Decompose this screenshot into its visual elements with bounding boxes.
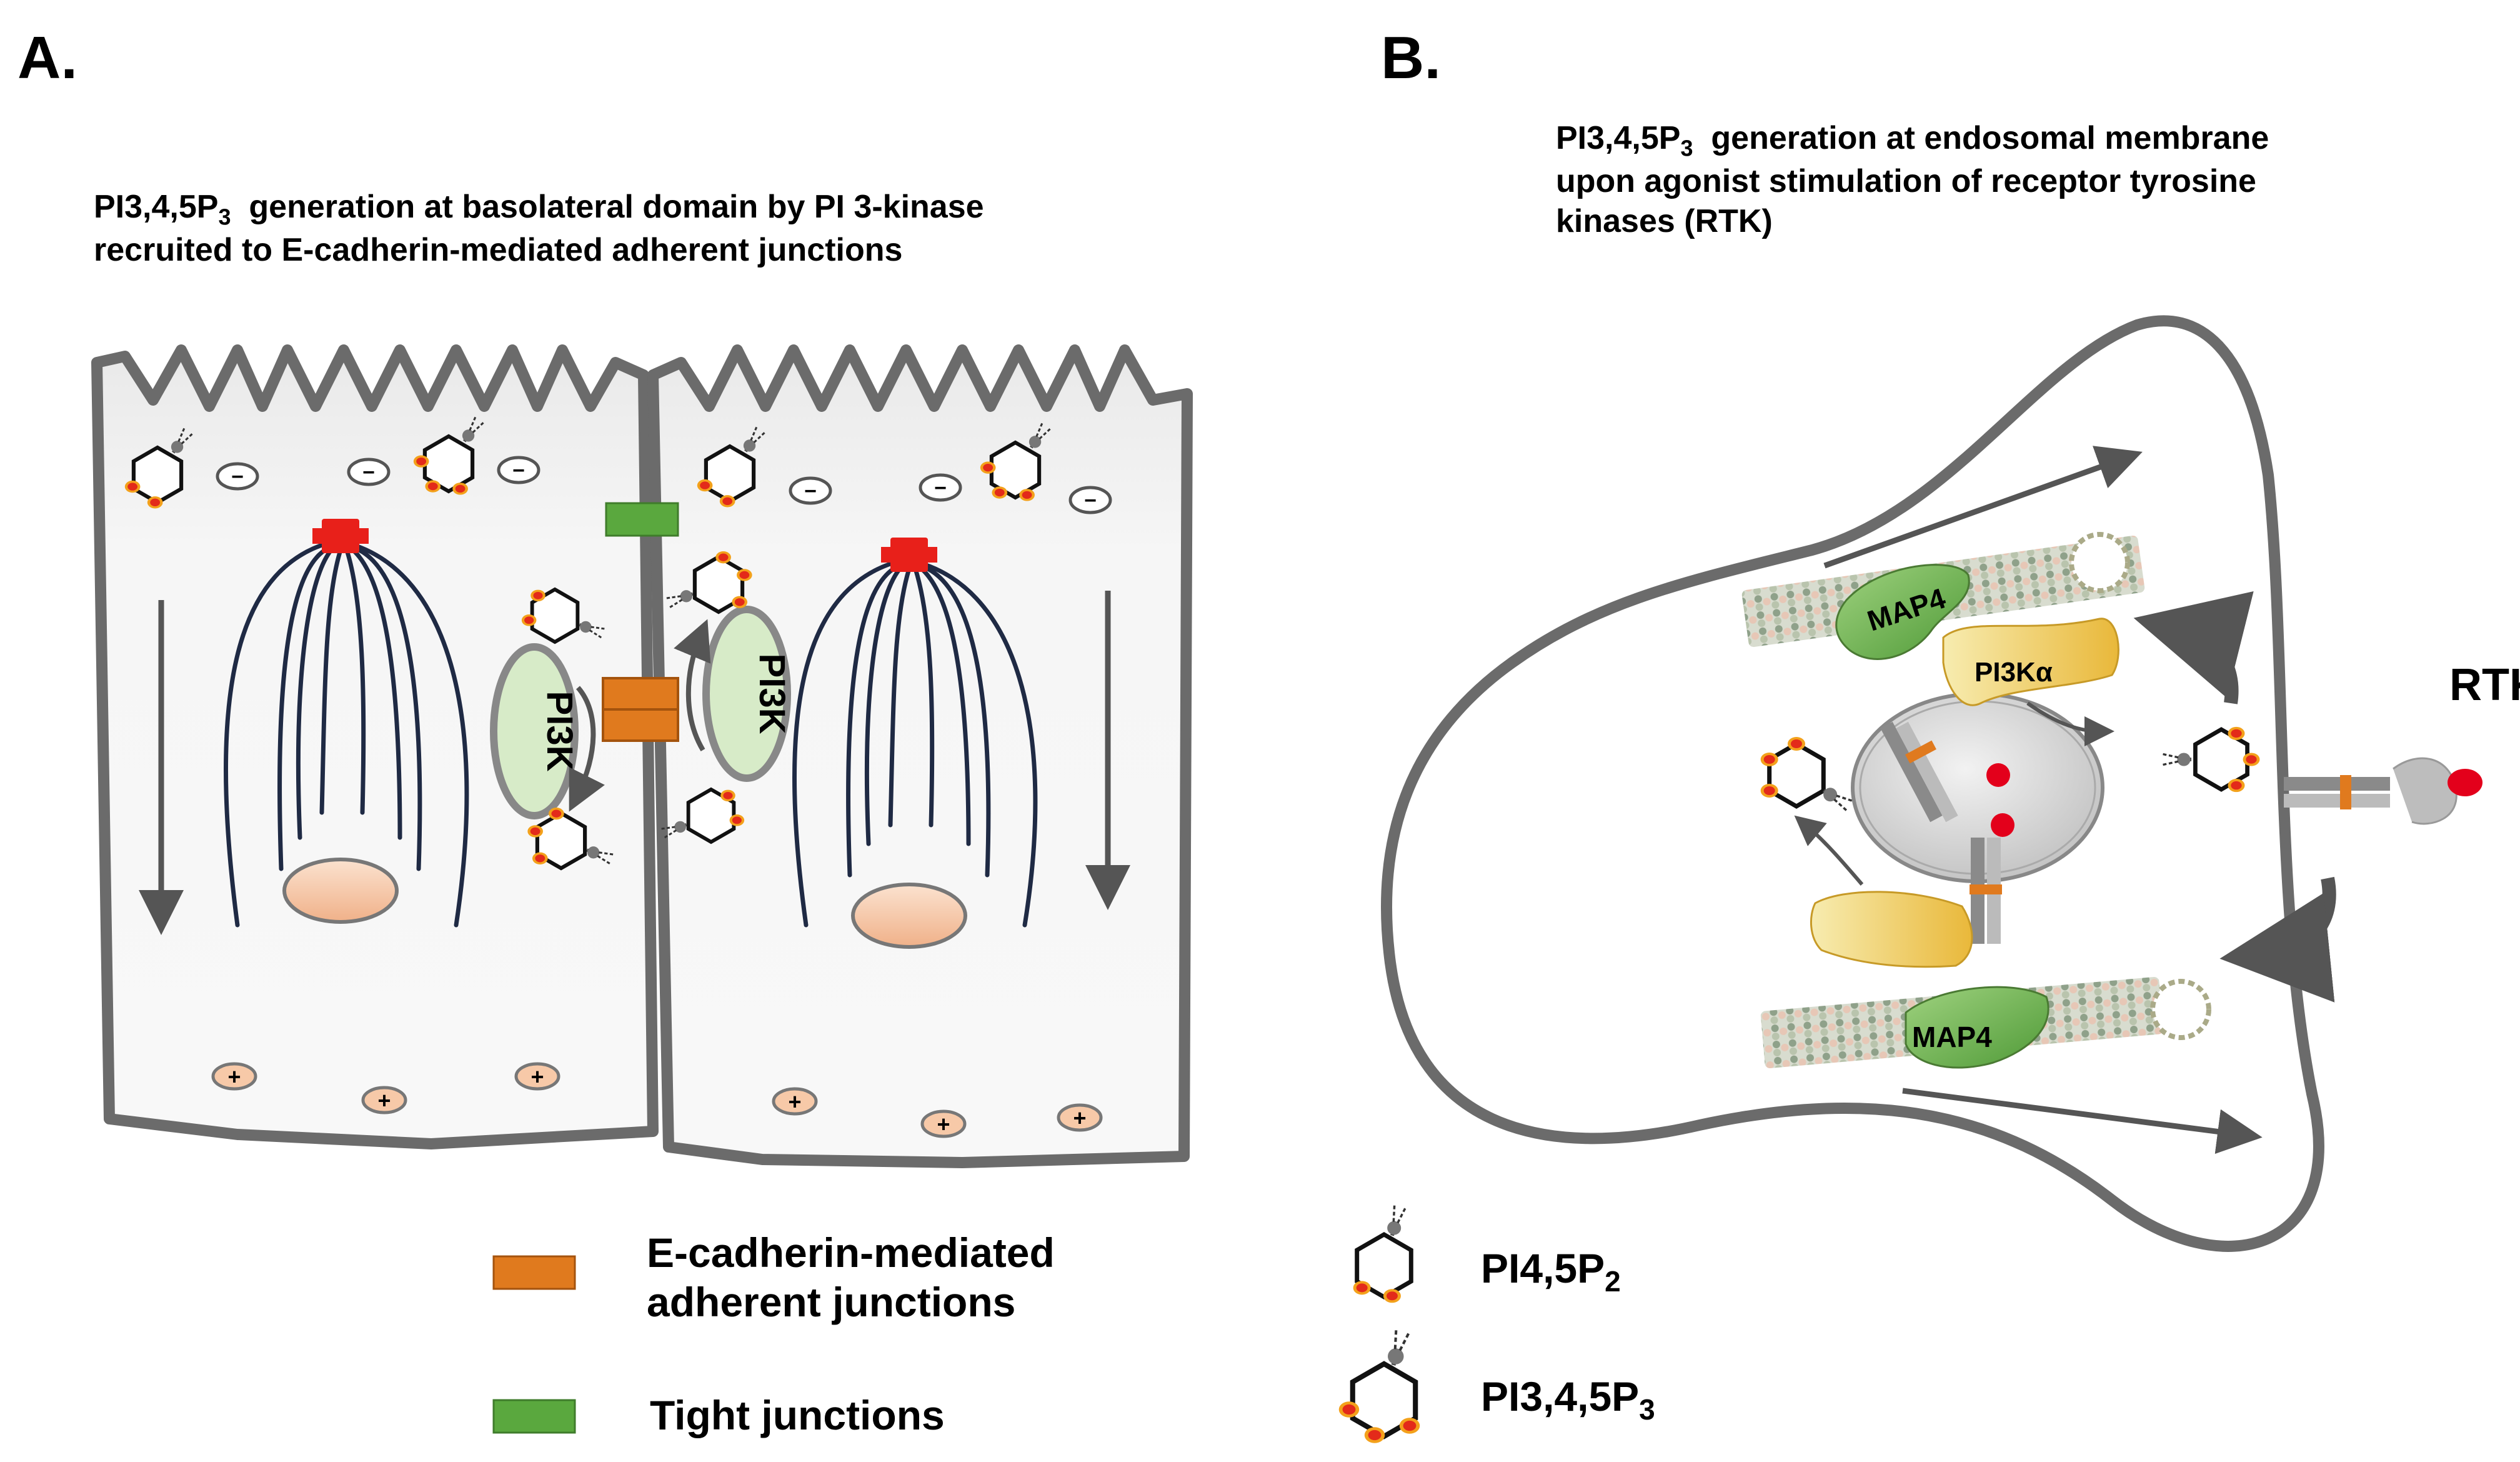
pi3k-arrow-left	[569, 686, 605, 812]
plus-charge: +	[772, 1087, 818, 1116]
left-epithelial-cell	[91, 344, 659, 1149]
recycling-arrow	[2219, 876, 2336, 1003]
right-microtubule-fan	[792, 557, 1038, 928]
panel-b-caption: PI3,4,5P3 generation at endosomal membra…	[1556, 119, 2506, 241]
plus-charge: +	[211, 1062, 257, 1091]
rtk-receptor	[2284, 757, 2483, 825]
legend-pip2-icon	[1353, 1204, 1413, 1303]
internalization-arrow	[2133, 591, 2254, 704]
minus-charge: −	[1068, 486, 1112, 514]
pi3k-arrow-right	[674, 619, 711, 752]
plus-charge: +	[514, 1062, 560, 1091]
lower-microtubule-end	[2150, 979, 2211, 1040]
plus-charge: +	[920, 1109, 967, 1138]
pi3k-left-label: PI3K	[539, 691, 580, 772]
endosomal-receptor-upper	[1880, 721, 2010, 823]
pip2-icon	[521, 587, 605, 644]
svg-text:−: −	[1084, 489, 1097, 513]
legend-pi345p3-label: PI3,4,5P3	[1481, 1373, 1655, 1426]
svg-text:−: −	[804, 479, 817, 503]
pi3k-left	[490, 643, 579, 819]
apical-negative-charges: − − − − − −	[216, 456, 1112, 514]
svg-text:+: +	[377, 1088, 391, 1113]
left-centrosome-bar	[312, 528, 369, 544]
map4-upper	[1835, 564, 1970, 660]
rtk-label: RTK	[2449, 660, 2520, 710]
svg-text:−: −	[362, 461, 375, 484]
panel-a-diagram: PI3K PI3K − − − − − − + + + + + +	[91, 344, 1193, 1168]
pip3-icon	[527, 807, 614, 871]
pi3ka-activity-arrow-lower	[1794, 815, 1864, 886]
panel-b-phosphoinositides	[1760, 726, 2260, 812]
upper-transport-arrow	[1823, 446, 2143, 569]
pi3k-right	[702, 606, 791, 782]
pip3-icon	[2161, 726, 2260, 793]
svg-text:+: +	[1073, 1105, 1086, 1131]
panel-b-caption-line2: upon agonist stimulation of receptor tyr…	[1556, 163, 2256, 200]
pip2-icon	[660, 787, 745, 844]
pi3ka-upper	[1942, 618, 2119, 706]
legend-tight-junction-label: Tight junctions	[650, 1392, 945, 1438]
svg-text:+: +	[937, 1111, 950, 1137]
legend-lipid-icons	[1338, 1204, 1420, 1443]
pip2-icon	[697, 426, 766, 508]
left-nucleus	[282, 858, 399, 924]
panel-a-label: A.	[17, 24, 77, 91]
pi3k-right-label: PI3K	[752, 654, 792, 734]
legend-ecadherin-label: E-cadherin-mediated adherent junctions	[647, 1229, 1055, 1326]
rtk-ligand	[2448, 769, 2483, 796]
lower-transport-arrow	[1902, 1088, 2263, 1154]
minus-charge: −	[216, 462, 259, 491]
pip3-icon	[665, 551, 752, 614]
svg-text:+: +	[530, 1064, 544, 1089]
legend-pi45p2-label: PI4,5P2	[1481, 1245, 1621, 1298]
panel-b-label: B.	[1381, 24, 1441, 91]
svg-text:+: +	[227, 1064, 241, 1089]
plus-charge: +	[1057, 1103, 1103, 1132]
panel-a-caption-line1: PI3,4,5P3 generation at basolateral doma…	[94, 189, 984, 230]
pi3ka-upper-label: PI3Kα	[1975, 657, 2053, 688]
legend	[492, 1204, 1420, 1443]
receptor-ligand	[1991, 813, 2015, 837]
basal-positive-charges: + + + + + +	[211, 1062, 1103, 1138]
minus-charge: −	[497, 456, 540, 484]
legend-tight-junction-swatch	[492, 1399, 576, 1434]
panel-b-caption-line3: kinases (RTK)	[1556, 203, 1773, 239]
tight-junction	[605, 502, 679, 537]
minus-charge: −	[789, 476, 832, 505]
minus-charge: −	[919, 473, 962, 502]
svg-text:−: −	[231, 465, 244, 489]
minus-charge: −	[347, 458, 391, 486]
endosomal-receptor-lower	[1970, 813, 2015, 944]
left-microtubule-fan	[223, 538, 469, 928]
pip3-icon	[1760, 737, 1853, 812]
plus-charge: +	[361, 1086, 407, 1114]
pip2-icon	[124, 427, 194, 509]
panel-a-phosphoinositides	[124, 416, 1052, 871]
panel-b-diagram: MAP4 PI3Kα MAP4 RTK	[1381, 315, 2520, 1252]
pip3-icon	[980, 422, 1052, 501]
svg-text:−: −	[512, 459, 525, 483]
right-centrosome-bar	[881, 547, 937, 563]
map4-lower-label: MAP4	[1912, 1021, 1992, 1053]
right-nucleus	[851, 883, 967, 949]
right-epithelial-cell	[647, 344, 1193, 1168]
panel-a-caption-line2: recruited to E-cadherin-mediated adheren…	[94, 232, 903, 269]
legend-ecadherin-swatch	[492, 1255, 576, 1290]
receptor-ligand	[1986, 763, 2010, 787]
panel-a-caption: PI3,4,5P3 generation at basolateral doma…	[94, 188, 1343, 271]
legend-pip3-icon	[1338, 1329, 1420, 1443]
svg-text:−: −	[934, 476, 947, 500]
panel-b-caption-line1: PI3,4,5P3 generation at endosomal membra…	[1556, 120, 2269, 161]
map4-lower	[1905, 986, 2049, 1069]
svg-text:+: +	[788, 1089, 801, 1114]
pi3ka-activity-arrow-upper	[2026, 701, 2114, 746]
upper-microtubule-end	[2069, 532, 2130, 593]
pi3ka-lower	[1810, 891, 1973, 968]
pip3-icon	[413, 416, 485, 495]
